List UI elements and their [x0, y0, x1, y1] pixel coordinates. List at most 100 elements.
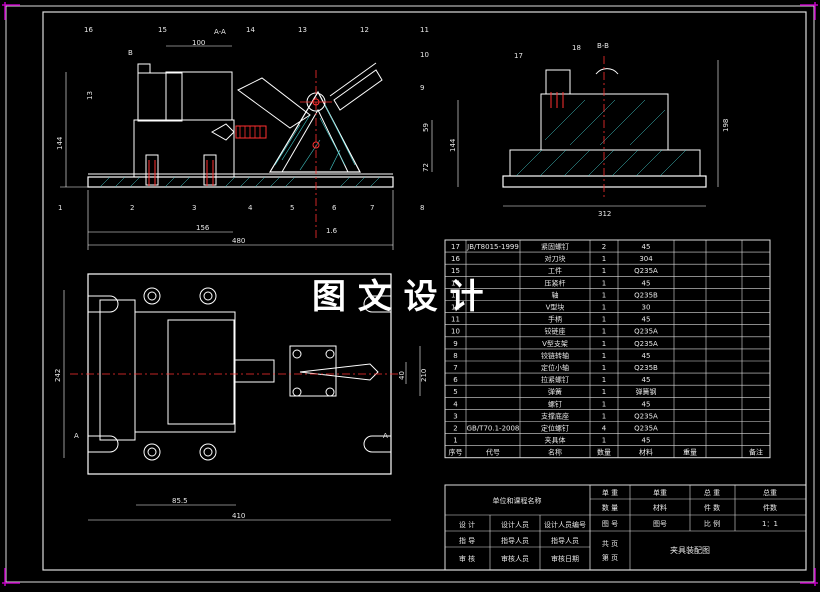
tb-scale-value: 1：1 — [762, 520, 778, 528]
bom-cell-mat: Q235A — [634, 267, 658, 275]
label-section-bb: B-B — [597, 42, 609, 50]
tb-review-date: 审核日期 — [551, 554, 579, 563]
bom-cell-name: 铰链转轴 — [541, 351, 569, 360]
dim-base-156: 156 — [196, 224, 210, 232]
bom-cell-no: 10 — [451, 328, 460, 336]
dim-plan-242: 242 — [54, 369, 62, 382]
bom-cell-qty: 1 — [602, 328, 606, 336]
dim-mid-144: 144 — [449, 138, 457, 152]
bom-cell-mat: 45 — [642, 279, 651, 287]
title-block: 单位和课程名称设 计设计人员设计人员编号指 导指导人员指导人员审 核审核人员审核… — [444, 484, 807, 571]
bom-cell-no: 2 — [453, 425, 457, 433]
bom-cell-name: 对刀块 — [545, 254, 566, 263]
balloon-2: 2 — [130, 204, 134, 212]
bom-cell-qty: 1 — [602, 267, 606, 275]
tb-scale-label: 比 例 — [704, 519, 720, 528]
tb-design-label: 设 计 — [459, 520, 475, 529]
bom-cell-no: 3 — [453, 412, 457, 420]
bom-cell-qty: 1 — [602, 304, 606, 312]
bom-cell-name: 弹簧 — [548, 387, 562, 396]
tb-page: 共 页 — [602, 539, 618, 548]
inner-frame — [42, 11, 807, 571]
dim-base-480: 480 — [232, 237, 245, 245]
bom-cell-name: 拉紧螺钉 — [541, 375, 569, 384]
balloon-16: 16 — [84, 26, 93, 34]
balloon-14: 14 — [246, 26, 255, 34]
dim-side-312: 312 — [598, 210, 611, 218]
bom-cell-qty: 1 — [602, 437, 606, 445]
bom-cell-qty: 1 — [602, 412, 606, 420]
tb-drawno-label: 图 号 — [602, 520, 618, 528]
bom-cell-no: 9 — [453, 340, 457, 348]
bom-cell-name: 手柄 — [548, 315, 562, 324]
balloon-7: 7 — [370, 204, 374, 212]
bom-cell-name: 定位小轴 — [541, 363, 569, 372]
dim-top-18: 18 — [572, 44, 581, 52]
bom-cell-qty: 2 — [602, 243, 606, 251]
bom-cell-name: 铰链座 — [545, 327, 566, 336]
bom-cell-mat: 45 — [642, 376, 651, 384]
tb-review-name: 审核人员 — [501, 554, 529, 563]
bom-cell-name: 紧固螺钉 — [541, 242, 569, 251]
bom-cell-no: 13 — [451, 291, 460, 299]
bom-header-name: 名称 — [548, 448, 562, 457]
tb-sheet: 第 页 — [602, 553, 618, 562]
bom-cell-qty: 1 — [602, 364, 606, 372]
bom-cell-mat: 45 — [642, 437, 651, 445]
bom-cell-mat: Q235A — [634, 328, 658, 336]
bom-cell-mat: Q235A — [634, 425, 658, 433]
dim-plan-40: 40 — [398, 371, 406, 380]
bom-cell-no: 1 — [453, 437, 457, 445]
bom-cell-no: 16 — [451, 255, 460, 263]
balloon-13: 13 — [298, 26, 307, 34]
plan-view — [63, 273, 421, 521]
tb-single-value: 单重 — [653, 488, 667, 497]
balloon-3: 3 — [192, 204, 196, 212]
bom-cell-name: 工件 — [548, 266, 562, 275]
tb-qty-label: 数 量 — [602, 503, 618, 512]
bom-cell-qty: 1 — [602, 291, 606, 299]
bom-cell-no: 15 — [451, 267, 460, 275]
tb-design-id: 设计人员编号 — [544, 520, 586, 529]
bom-cell-qty: 1 — [602, 400, 606, 408]
tb-review-label: 审 核 — [459, 554, 475, 563]
balloon-side-17: 17 — [514, 52, 523, 60]
bom-cell-mat: Q235A — [634, 412, 658, 420]
dim-plan-410: 410 — [232, 512, 245, 520]
bom-header-qty: 数量 — [597, 448, 611, 457]
side-view — [502, 56, 719, 207]
dim-side-198: 198 — [722, 119, 730, 132]
bom-cell-name: 夹具体 — [545, 436, 566, 445]
dim-base-16: 1.6 — [326, 227, 338, 235]
tb-total-value: 总重 — [763, 488, 777, 497]
tb-pieces-label: 件 数 — [704, 503, 720, 512]
dim-plan-210: 210 — [420, 369, 428, 382]
bom-cell-qty: 4 — [602, 425, 607, 433]
watermark: 图 文 设 计 — [312, 277, 484, 317]
balloon-1: 1 — [58, 204, 62, 212]
bom-cell-qty: 1 — [602, 388, 606, 396]
label-mark-a1: A — [74, 432, 79, 440]
tb-design-name: 设计人员 — [501, 520, 529, 529]
bom-header-mat: 材料 — [639, 448, 653, 457]
bom-cell-mat: 45 — [642, 400, 651, 408]
bom-cell-no: 4 — [453, 400, 458, 408]
bom-cell-qty: 1 — [602, 316, 606, 324]
bom-cell-name: 支撑底座 — [541, 411, 569, 420]
balloon-12: 12 — [360, 26, 369, 34]
tb-guide-name2: 指导人员 — [551, 536, 579, 545]
balloon-9: 9 — [420, 84, 424, 92]
dim-mid-72: 72 — [422, 163, 430, 172]
bom-cell-no: 8 — [453, 352, 457, 360]
drawing-title: 夹具装配图 — [670, 545, 710, 555]
tb-guide-label: 指 导 — [459, 536, 475, 545]
bom-cell-name: 压紧杆 — [545, 278, 566, 287]
label-section-aa: A-A — [214, 28, 226, 36]
bom-header-no: 序号 — [449, 448, 463, 457]
bom-cell-name: 定位螺钉 — [541, 424, 569, 433]
balloon-8: 8 — [420, 204, 424, 212]
